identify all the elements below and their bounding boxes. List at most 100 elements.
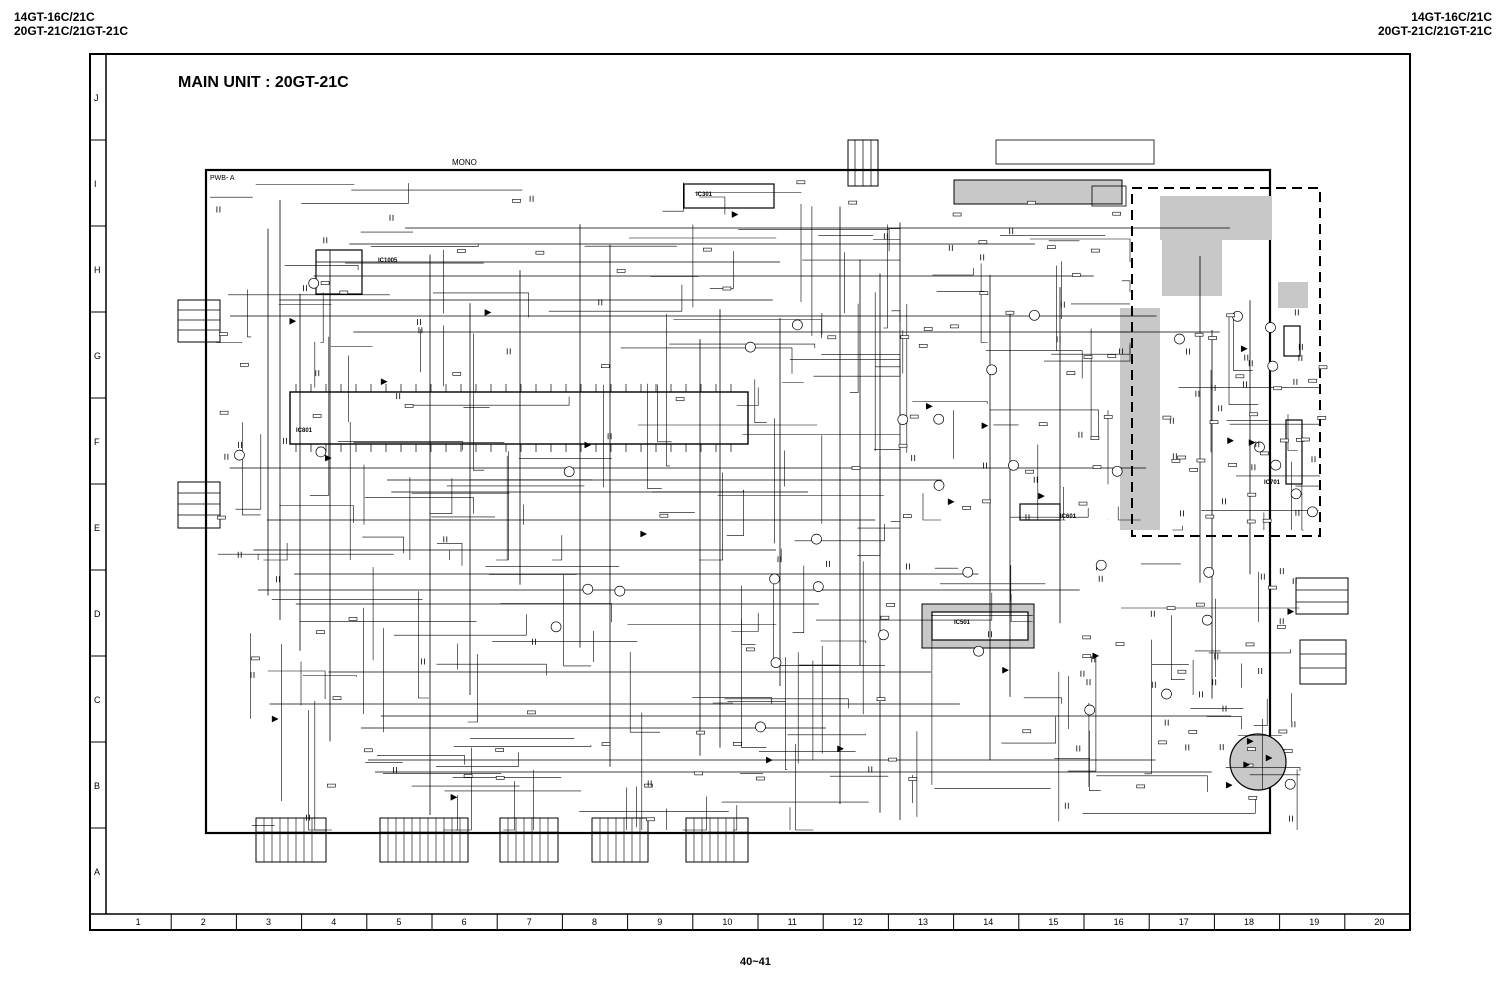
capacitor [1243,381,1247,388]
resistor [1245,642,1255,647]
diode [926,402,933,410]
transistor [973,645,984,657]
wire [813,366,901,377]
diode [1227,437,1235,445]
wire [1172,525,1183,531]
resistor [978,240,988,244]
wire [652,489,744,493]
capacitor [1211,384,1216,391]
bottom-connector [499,817,559,863]
shade-block-right [1160,196,1272,240]
ic801-body [289,391,749,445]
wire [495,451,509,561]
ic701-label: IC701 [1264,480,1281,486]
capacitor [1151,681,1156,688]
capacitor [1222,705,1227,712]
ic301-label: IC301 [696,192,713,198]
wire [1001,716,1056,744]
diode [1092,652,1100,660]
capacitor [1172,453,1177,460]
column-label: 15 [1048,917,1058,927]
transistor [811,533,822,545]
column-ticks [170,914,1346,930]
wire [669,343,816,349]
wire [857,456,881,556]
column-label: 2 [201,917,206,927]
diode [1038,492,1045,500]
resistor [880,615,890,620]
row-label: A [94,867,100,877]
resistor [1247,492,1257,497]
bottom-connector [591,817,649,863]
wire [308,710,327,831]
wire [1301,446,1304,531]
capacitor [283,437,287,444]
resistor [251,656,260,661]
wire [629,652,661,733]
ic801-label: IC801 [296,428,313,434]
wire [875,359,901,368]
resistor [1209,420,1219,425]
resistor [1208,336,1217,340]
capacitor [1056,336,1061,343]
capacitor [1279,618,1284,625]
capacitor [1195,390,1200,397]
wire [393,614,527,636]
transistor [1174,333,1185,345]
resistor [1249,412,1258,417]
capacitor [393,767,397,773]
resistor [1196,602,1205,607]
resistor [909,414,919,419]
wire [726,490,744,536]
transistor [770,657,782,669]
capacitor [1091,656,1096,663]
capacitor [1244,354,1249,361]
right-connector-d [1299,639,1347,685]
wire [795,744,814,831]
shade-block-transformer [1162,236,1222,296]
wire [1037,444,1066,521]
resistor [1158,740,1167,745]
resistor [1136,784,1145,789]
capacitor [1251,464,1256,471]
transistor [315,446,327,458]
transistor [550,621,562,633]
resistor [1205,514,1215,519]
resistor [675,397,685,401]
capacitor [1218,405,1223,412]
resistor [851,466,861,470]
wire [500,603,612,623]
wire [1121,280,1131,293]
wire [429,478,453,514]
shade-block-middle [1120,308,1160,530]
resistor [535,250,545,255]
resistor [1177,669,1187,674]
ic1005-label: IC1005 [378,258,398,264]
diode [584,441,592,449]
column-label: 17 [1179,917,1189,927]
capacitor [532,638,536,645]
diode [325,454,332,462]
capacitor [323,237,328,244]
resistor [364,748,373,753]
wire [377,755,465,765]
wire [1208,649,1291,654]
resistor [452,372,462,376]
capacitor [826,560,830,567]
resistor [1038,422,1048,427]
resistor [1196,458,1206,463]
capacitor [1180,510,1184,517]
row-label: H [94,265,101,275]
wire [932,268,974,276]
transistor [745,341,756,353]
header-left-line1: 14GT-16C/21C [14,10,95,24]
transistor [1111,465,1123,477]
resistor [732,741,742,746]
wire [453,745,592,747]
capacitor [1150,610,1155,617]
capacitor [598,299,603,306]
transistor [878,629,889,641]
transistor [933,480,945,491]
wire [738,229,890,252]
